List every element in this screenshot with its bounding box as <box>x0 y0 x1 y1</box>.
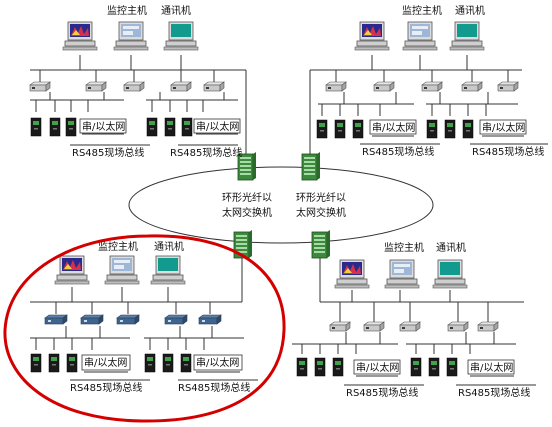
ring-switch-label-left-1: 环形光纤以 <box>222 191 272 204</box>
bus-label-tr-1: RS485现场总线 <box>362 145 434 158</box>
fiber-ring <box>128 166 434 244</box>
ring-switch-label-right-1: 环形光纤以 <box>296 191 346 204</box>
label-monitor-host-tl: 监控主机 <box>107 4 147 17</box>
serial-box-tr-2 <box>479 119 527 135</box>
ring-switch-top-right <box>301 151 321 181</box>
serial-label-br-2: 串/以太网 <box>470 361 513 374</box>
serial-label-tr-2: 串/以太网 <box>482 121 525 134</box>
serial-label-bl-1: 串/以太网 <box>84 356 127 369</box>
label-comm-host-bl: 通讯机 <box>154 240 184 253</box>
ring-switch-label-left-2: 太网交换机 <box>222 206 272 219</box>
serial-box-tr-1 <box>369 119 417 135</box>
serial-box-bl-2 <box>193 354 243 371</box>
serial-label-tl-2: 串/以太网 <box>196 120 239 133</box>
station-bottom-right <box>292 258 536 386</box>
serial-label-tr-1: 串/以太网 <box>372 121 415 134</box>
serial-label-bl-2: 串/以太网 <box>196 356 239 369</box>
serial-box-tl-2 <box>193 118 241 134</box>
highlight-circle <box>3 234 286 423</box>
serial-box-br-2 <box>467 359 515 375</box>
bus-label-bl-2: RS485现场总线 <box>178 381 250 394</box>
label-comm-host-tl: 通讯机 <box>161 4 191 17</box>
label-monitor-host-bl: 监控主机 <box>98 240 138 253</box>
ring-switch-bottom-right <box>311 229 331 259</box>
serial-label-tl-1: 串/以太网 <box>82 120 125 133</box>
bus-label-tl-1: RS485现场总线 <box>72 146 144 159</box>
bus-label-br-1: RS485现场总线 <box>346 386 418 399</box>
station-bottom-right-icons <box>296 259 499 377</box>
bus-label-br-2: RS485现场总线 <box>458 386 530 399</box>
bus-label-tr-2: RS485现场总线 <box>472 145 544 158</box>
station-top-left <box>30 55 247 154</box>
serial-box-bl-1 <box>81 354 131 371</box>
serial-box-br-1 <box>353 359 401 375</box>
label-monitor-host-tr: 监控主机 <box>402 4 442 17</box>
label-comm-host-br: 通讯机 <box>436 241 466 254</box>
station-bottom-left <box>30 258 258 381</box>
station-top-right <box>309 55 548 154</box>
ring-switch-label-right-2: 太网交换机 <box>296 206 346 219</box>
label-comm-host-tr: 通讯机 <box>455 4 485 17</box>
serial-label-br-1: 串/以太网 <box>356 361 399 374</box>
label-monitor-host-br: 监控主机 <box>384 241 424 254</box>
bus-label-bl-1: RS485现场总线 <box>70 381 142 394</box>
bus-label-tl-2: RS485现场总线 <box>170 146 242 159</box>
serial-box-tl-1 <box>79 118 127 134</box>
